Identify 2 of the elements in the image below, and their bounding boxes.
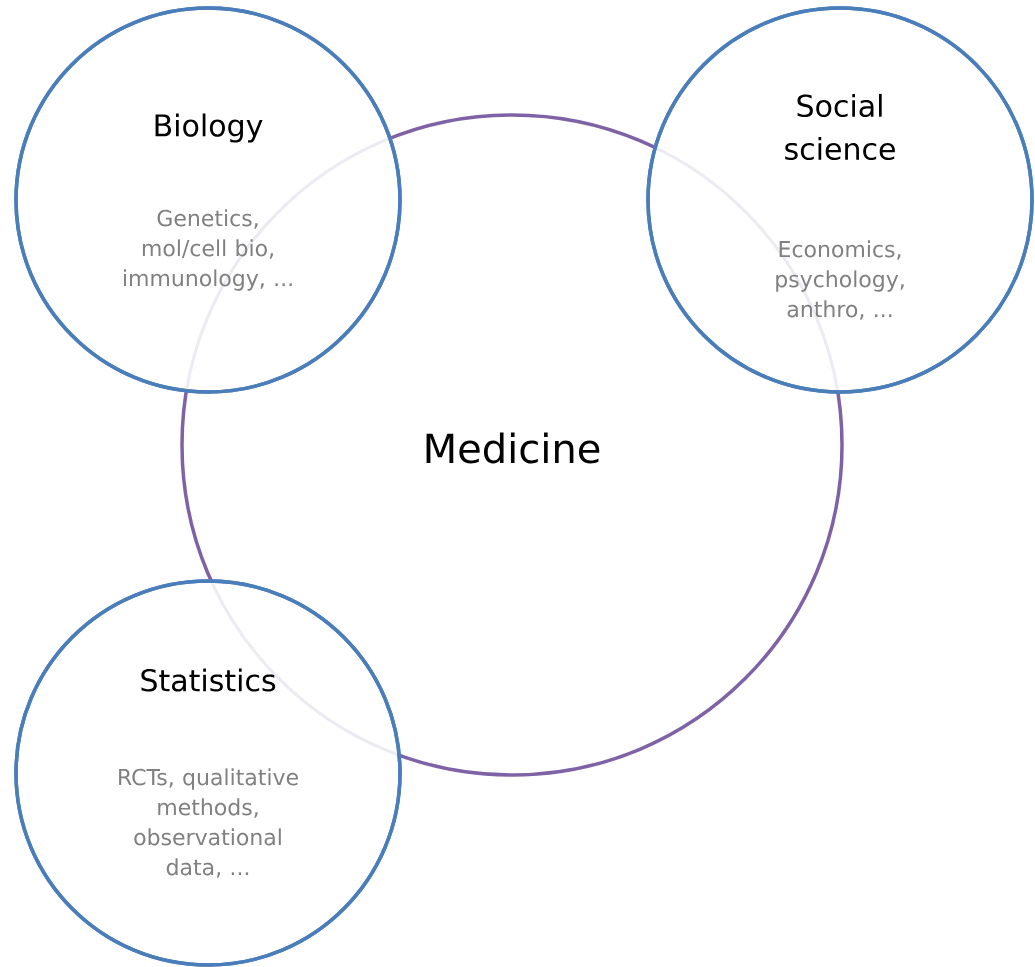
circle-description: RCTs, qualitative methods, observational data, ... xyxy=(119,768,298,878)
circle-title: Medicine xyxy=(426,432,600,464)
